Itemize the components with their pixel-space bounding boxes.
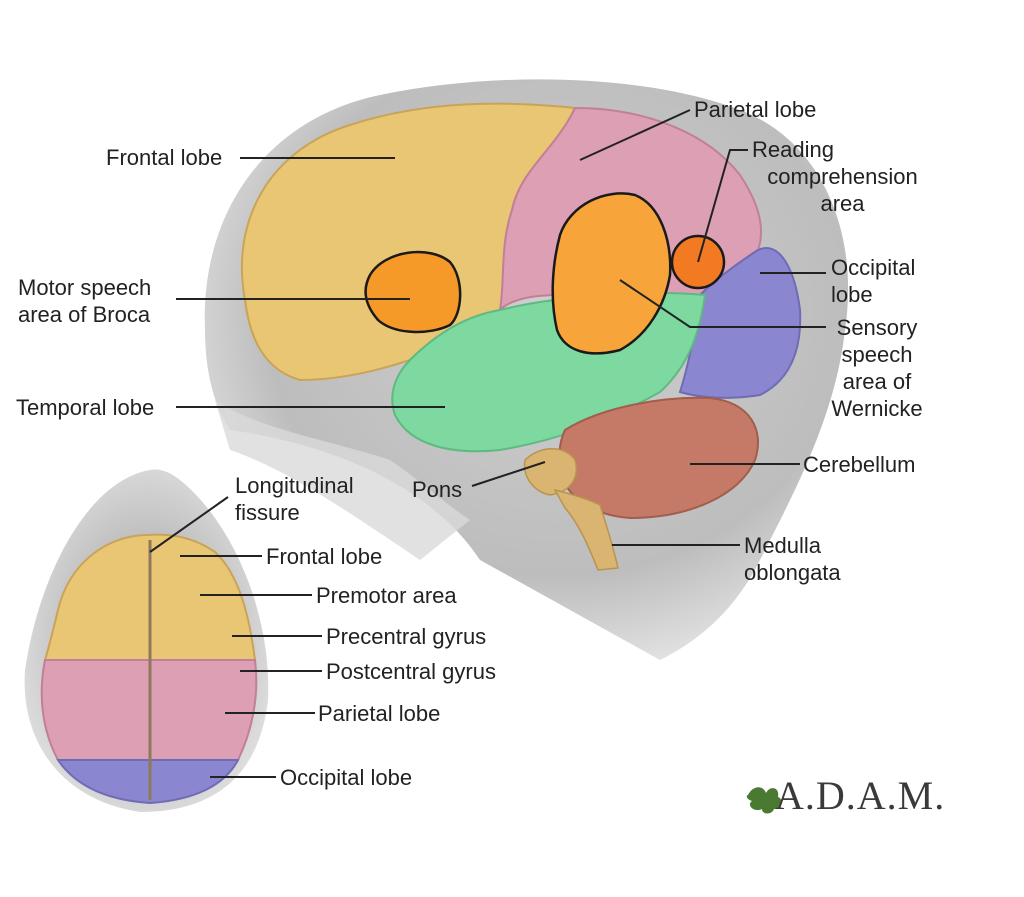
label-premotor-area: Premotor area <box>316 583 457 608</box>
label-parietal-lobe: Parietal lobe <box>694 97 817 122</box>
label-medulla-oblongata: Medulla oblongata <box>744 533 841 585</box>
adam-logo: A.D.A.M. <box>775 773 946 818</box>
label-longitudinal-fissure: Longitudinal fissure <box>235 473 354 525</box>
leader-sensory <box>619 279 826 328</box>
label-temporal-lobe: Temporal lobe <box>16 395 155 420</box>
label-cerebellum: Cerebellum <box>803 452 916 477</box>
leader-longitudinal <box>149 496 229 553</box>
face-shadow <box>215 400 470 560</box>
label-top-parietal-lobe: Parietal lobe <box>318 701 441 726</box>
leader-parietal <box>579 109 691 161</box>
medulla-region <box>553 488 619 571</box>
label-top-frontal-lobe: Frontal lobe <box>266 544 383 569</box>
label-sensory-speech-wernicke: Sensory speech area of Wernicke <box>831 315 923 421</box>
label-reading-comprehension-area: Reading comprehension area <box>752 137 918 216</box>
label-postcentral-gyrus: Postcentral gyrus <box>326 659 496 684</box>
label-top-occipital-lobe: Occipital lobe <box>280 765 413 790</box>
wernicke-area-region <box>551 192 672 355</box>
top-occipital-region <box>56 759 240 805</box>
leader-pons <box>471 461 546 487</box>
pons-region <box>523 448 577 496</box>
label-motor-speech-broca: Motor speech area of Broca <box>18 275 152 327</box>
broca-area-region <box>364 250 462 334</box>
label-occipital-lobe: Occipital lobe <box>831 255 916 307</box>
label-precentral-gyrus: Precentral gyrus <box>326 624 487 649</box>
leader-reading <box>697 149 748 263</box>
label-frontal-lobe: Frontal lobe <box>106 145 223 170</box>
leader-lines <box>149 109 826 778</box>
adam-logo-icon <box>746 787 782 814</box>
label-pons: Pons <box>412 477 463 502</box>
